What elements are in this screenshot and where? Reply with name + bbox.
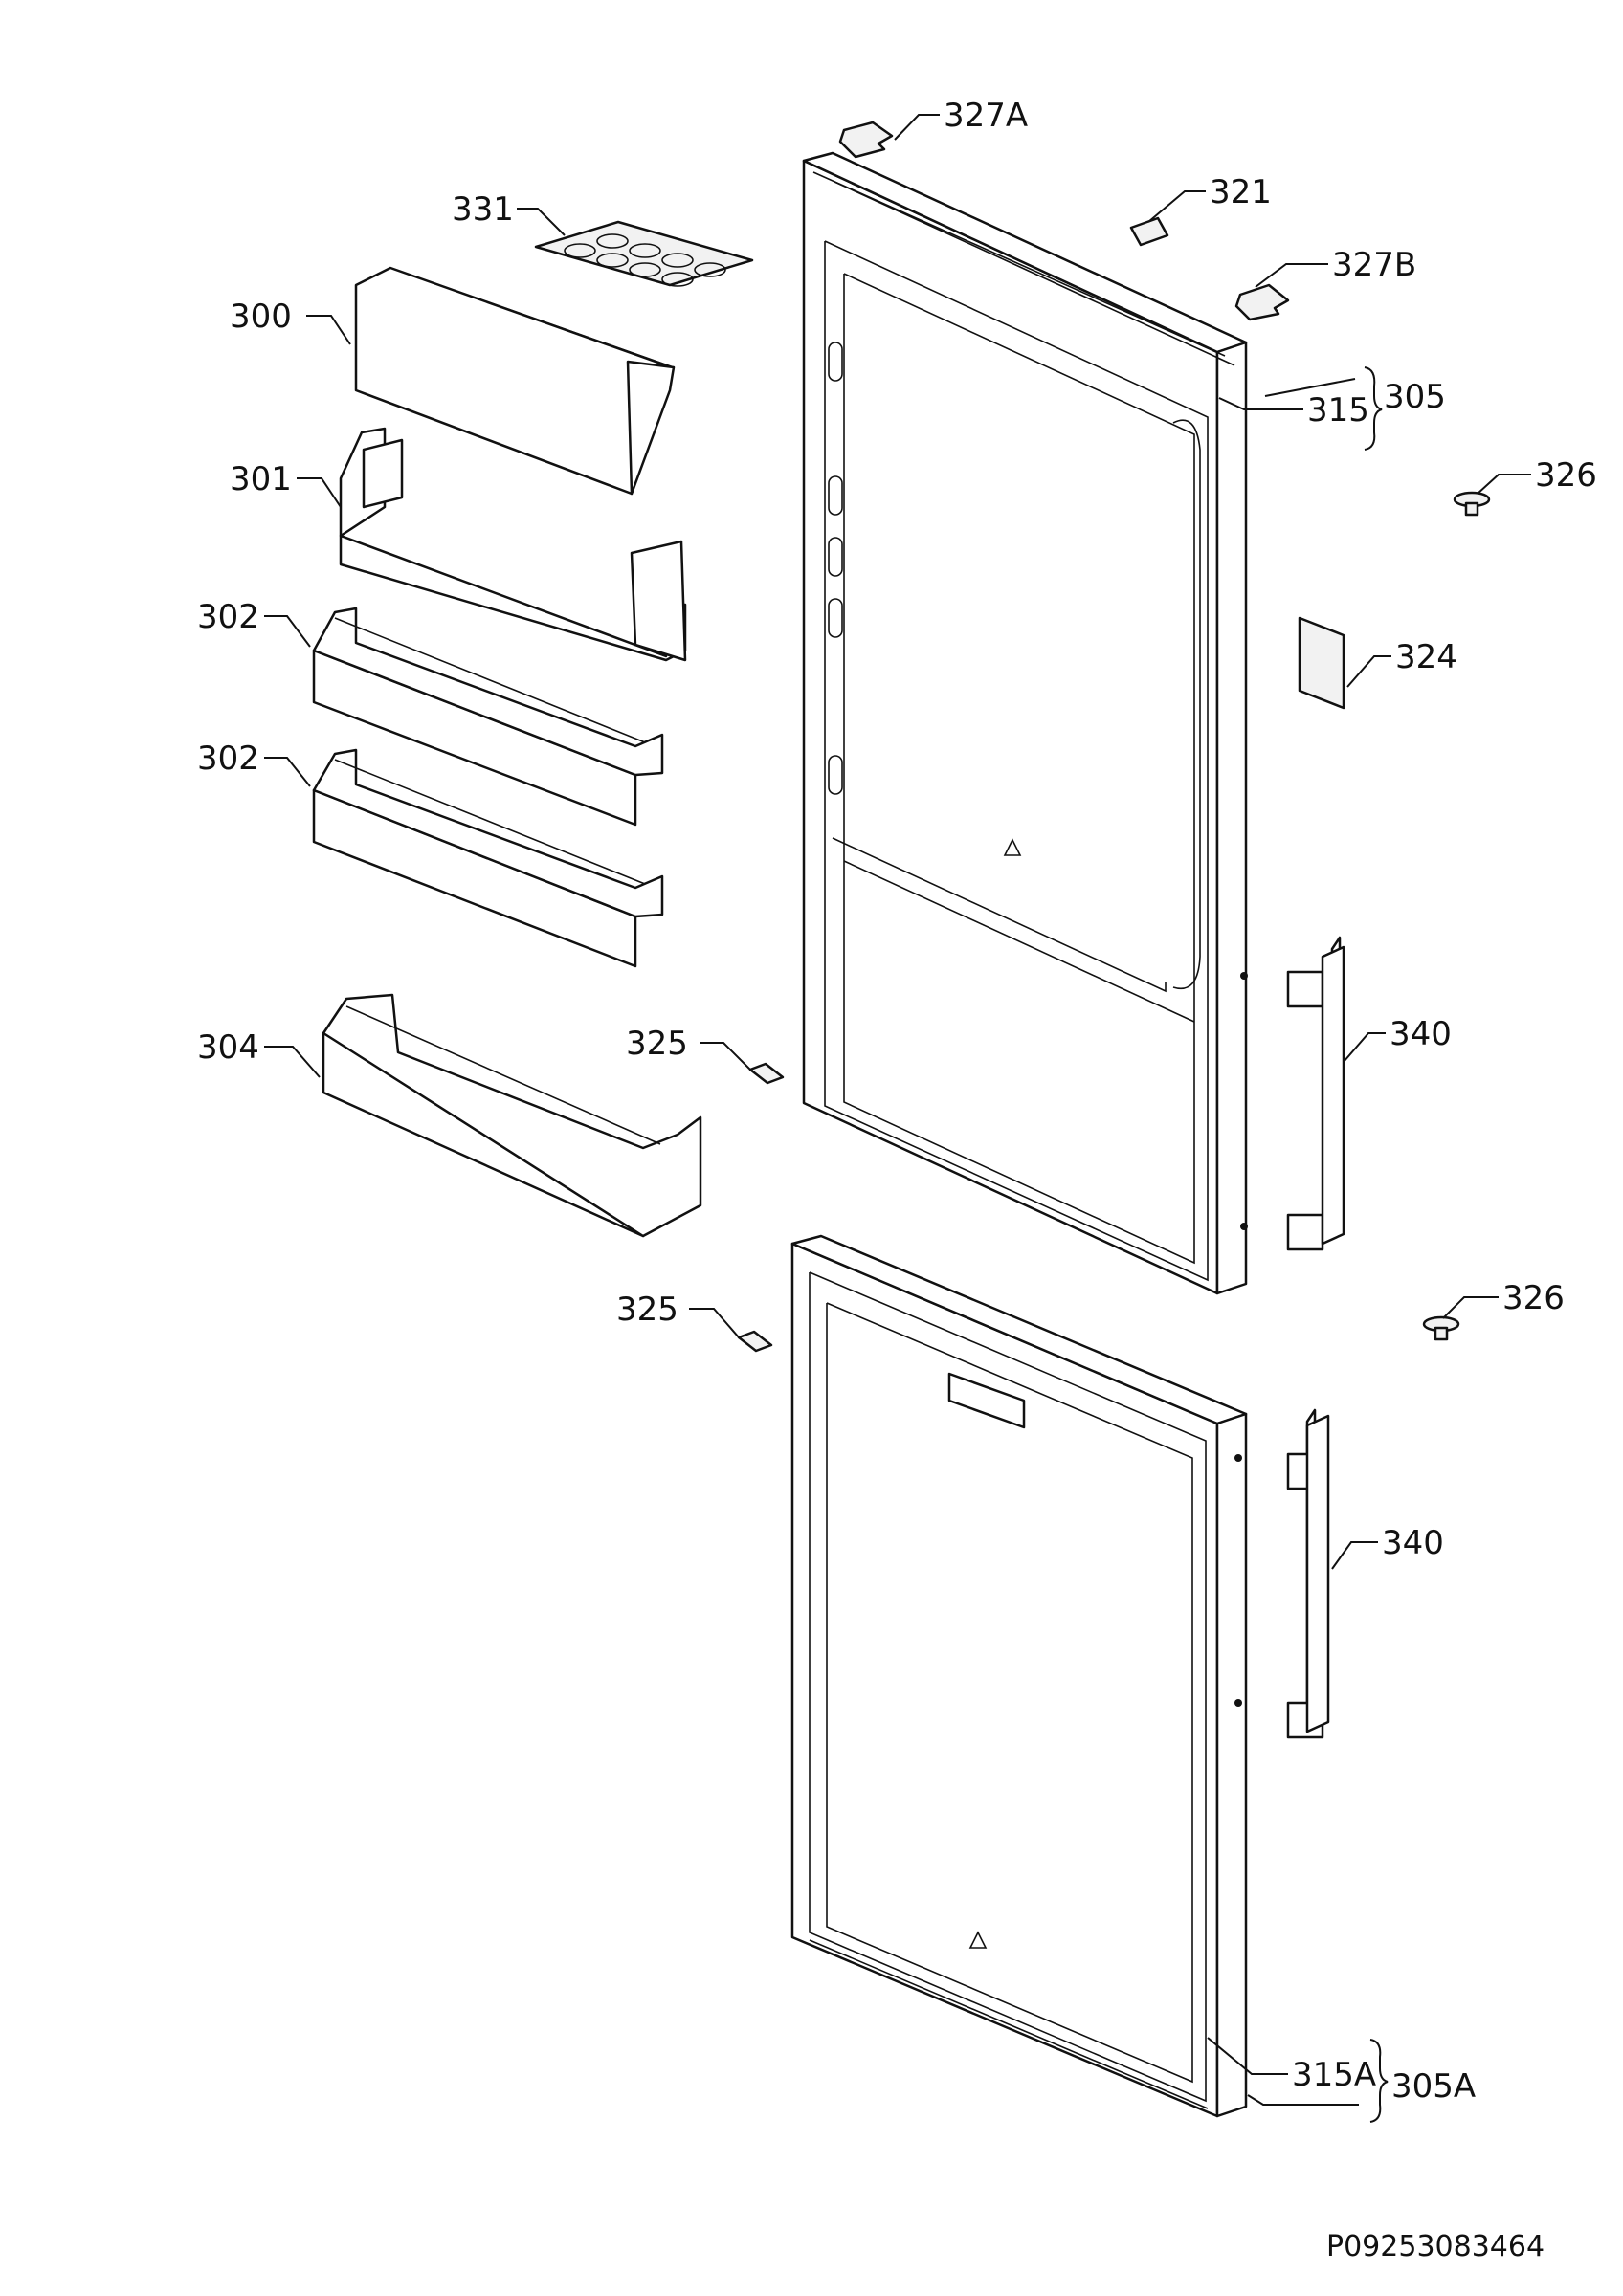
- door-shelf-302-upper: [312, 607, 664, 827]
- screw-326-lower: [1422, 1315, 1460, 1341]
- document-code: P09253083464: [1326, 2230, 1545, 2263]
- lower-door: [790, 1234, 1248, 2118]
- hinge-cover-327a: [838, 121, 894, 159]
- callout-324: 324: [1395, 638, 1457, 676]
- callout-327a: 327A: [944, 97, 1028, 135]
- callout-300: 300: [230, 298, 292, 336]
- callout-331: 331: [452, 190, 514, 229]
- callout-326-lower: 326: [1502, 1279, 1565, 1317]
- callout-315: 315: [1307, 391, 1369, 430]
- callout-304: 304: [197, 1028, 259, 1067]
- gasket-plug-325-lower: [737, 1330, 773, 1353]
- callout-301: 301: [230, 460, 292, 498]
- door-shelf-301: [339, 427, 687, 662]
- hinge-cover-327b: [1234, 283, 1290, 321]
- callout-labels: 327A 321 331 327B 300 315 305 301 326 30…: [197, 97, 1597, 2106]
- callout-305: 305: [1384, 378, 1446, 416]
- callout-321: 321: [1210, 173, 1272, 211]
- callout-340-lower: 340: [1382, 1524, 1444, 1562]
- upper-door: [802, 151, 1248, 1295]
- callout-302-upper: 302: [197, 598, 259, 636]
- screw-326-upper: [1453, 491, 1491, 517]
- callout-302-lower: 302: [197, 740, 259, 778]
- callout-327b: 327B: [1332, 246, 1416, 284]
- gasket-plug-325-upper: [748, 1062, 785, 1085]
- grouping-braces: [1364, 366, 1389, 2123]
- callout-340-upper: 340: [1390, 1015, 1452, 1053]
- dairy-flap-300: [354, 266, 676, 496]
- bottle-shelf-304: [322, 993, 702, 1238]
- handle-340-upper: [1286, 936, 1345, 1251]
- callout-326-upper: 326: [1535, 456, 1597, 495]
- label-plate-324: [1298, 616, 1345, 710]
- leader-lines: [264, 114, 1531, 2106]
- callout-305a: 305A: [1391, 2067, 1476, 2106]
- callout-325-lower: 325: [616, 1291, 678, 1329]
- egg-tray-331: [534, 220, 754, 287]
- door-shelf-302-lower: [312, 748, 664, 968]
- callout-325-upper: 325: [626, 1025, 688, 1063]
- callout-315a: 315A: [1292, 2056, 1376, 2094]
- handle-340-lower: [1286, 1408, 1330, 1739]
